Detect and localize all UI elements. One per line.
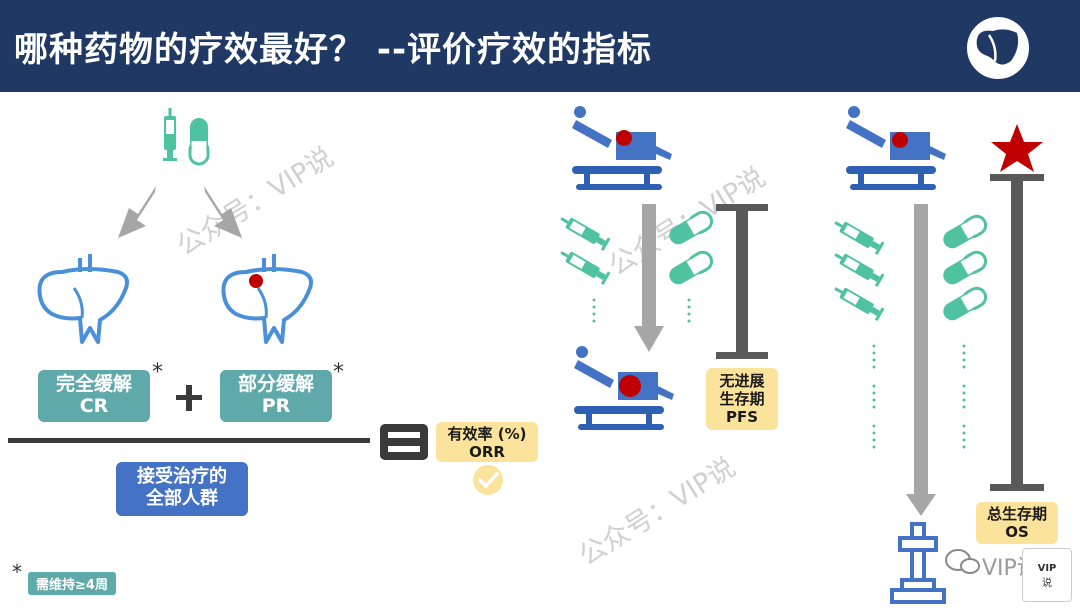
tumor-dot (249, 274, 263, 288)
footnote-asterisk: * (12, 560, 22, 584)
orr-abbr: ORR (469, 443, 505, 461)
cr-label: 完全缓解 (55, 373, 132, 395)
pfs-line1: 无进展 (719, 372, 765, 390)
capsule-icon (938, 247, 991, 290)
capsule-icon (664, 247, 717, 290)
capsule-icon (188, 116, 210, 166)
pr-box: 部分缓解 PR (220, 370, 332, 422)
orr-label: 有效率 (%) (447, 425, 527, 443)
corner-badge-line1: VIP (1037, 563, 1057, 574)
os-abbr: OS (1005, 523, 1029, 541)
footnote-text: 需维持≥4周 (28, 572, 116, 595)
gray-arrow-left (118, 186, 156, 238)
gray-arrow-down-os (906, 204, 936, 516)
dots-icon (687, 298, 691, 323)
page-title: 哪种药物的疗效最好？ --评价疗效的指标 (14, 30, 653, 70)
liver-logo-icon (964, 14, 1032, 82)
liver-with-tumor-icon (221, 252, 313, 344)
dots-icon (962, 424, 966, 449)
cr-asterisk: * (152, 360, 163, 385)
gray-arrow-down-pfs (634, 204, 664, 352)
pr-label: 部分缓解 (237, 373, 314, 395)
tumor-dot (619, 375, 641, 397)
corner-badge-line2: 说 (1042, 578, 1052, 589)
tumor-dot (616, 130, 632, 146)
star-icon (991, 124, 1043, 172)
cr-abbr: CR (79, 395, 109, 417)
denominator-line2: 全部人群 (146, 488, 218, 509)
dots-icon (872, 424, 876, 449)
check-icon (473, 465, 503, 495)
cr-box: 完全缓解 CR (38, 370, 150, 422)
header-bar: 哪种药物的疗效最好？ --评价疗效的指标 (0, 0, 1080, 92)
os-box: 总生存期 OS (976, 502, 1058, 544)
syringe-icon (830, 280, 886, 323)
pfs-bracket (716, 204, 768, 359)
tombstone-cross-icon (890, 522, 946, 604)
os-bracket (990, 174, 1044, 491)
syringe-icon (556, 210, 612, 253)
liver-icon (37, 252, 129, 344)
dots-icon (592, 298, 596, 323)
syringe-icon (161, 106, 179, 163)
capsule-icon (938, 211, 991, 254)
pfs-line2: 生存期 (719, 390, 765, 408)
pfs-abbr: PFS (725, 408, 759, 426)
dots-icon (962, 344, 966, 369)
patient-bed-icon (846, 106, 946, 190)
denominator-box: 接受治疗的 全部人群 (116, 462, 248, 516)
capsule-icon (664, 207, 717, 250)
corner-badge: VIP 说 (1022, 548, 1072, 602)
orr-box: 有效率 (%) ORR (436, 422, 538, 462)
os-line1: 总生存期 (986, 505, 1047, 523)
fraction-line (8, 438, 370, 443)
dots-icon (872, 384, 876, 409)
capsule-icon (938, 283, 991, 326)
dots-icon (962, 384, 966, 409)
gray-arrow-right (204, 186, 242, 238)
tumor-dot (892, 132, 908, 148)
wechat-icon (945, 549, 980, 574)
patient-bed-icon (572, 106, 672, 190)
pfs-box: 无进展 生存期 PFS (706, 368, 778, 430)
syringe-icon (830, 214, 886, 257)
pr-asterisk: * (333, 360, 344, 385)
denominator-line1: 接受治疗的 (137, 466, 227, 487)
syringe-icon (556, 244, 612, 287)
dots-icon (872, 344, 876, 369)
pr-abbr: PR (261, 395, 291, 417)
equals-icon (380, 424, 428, 460)
